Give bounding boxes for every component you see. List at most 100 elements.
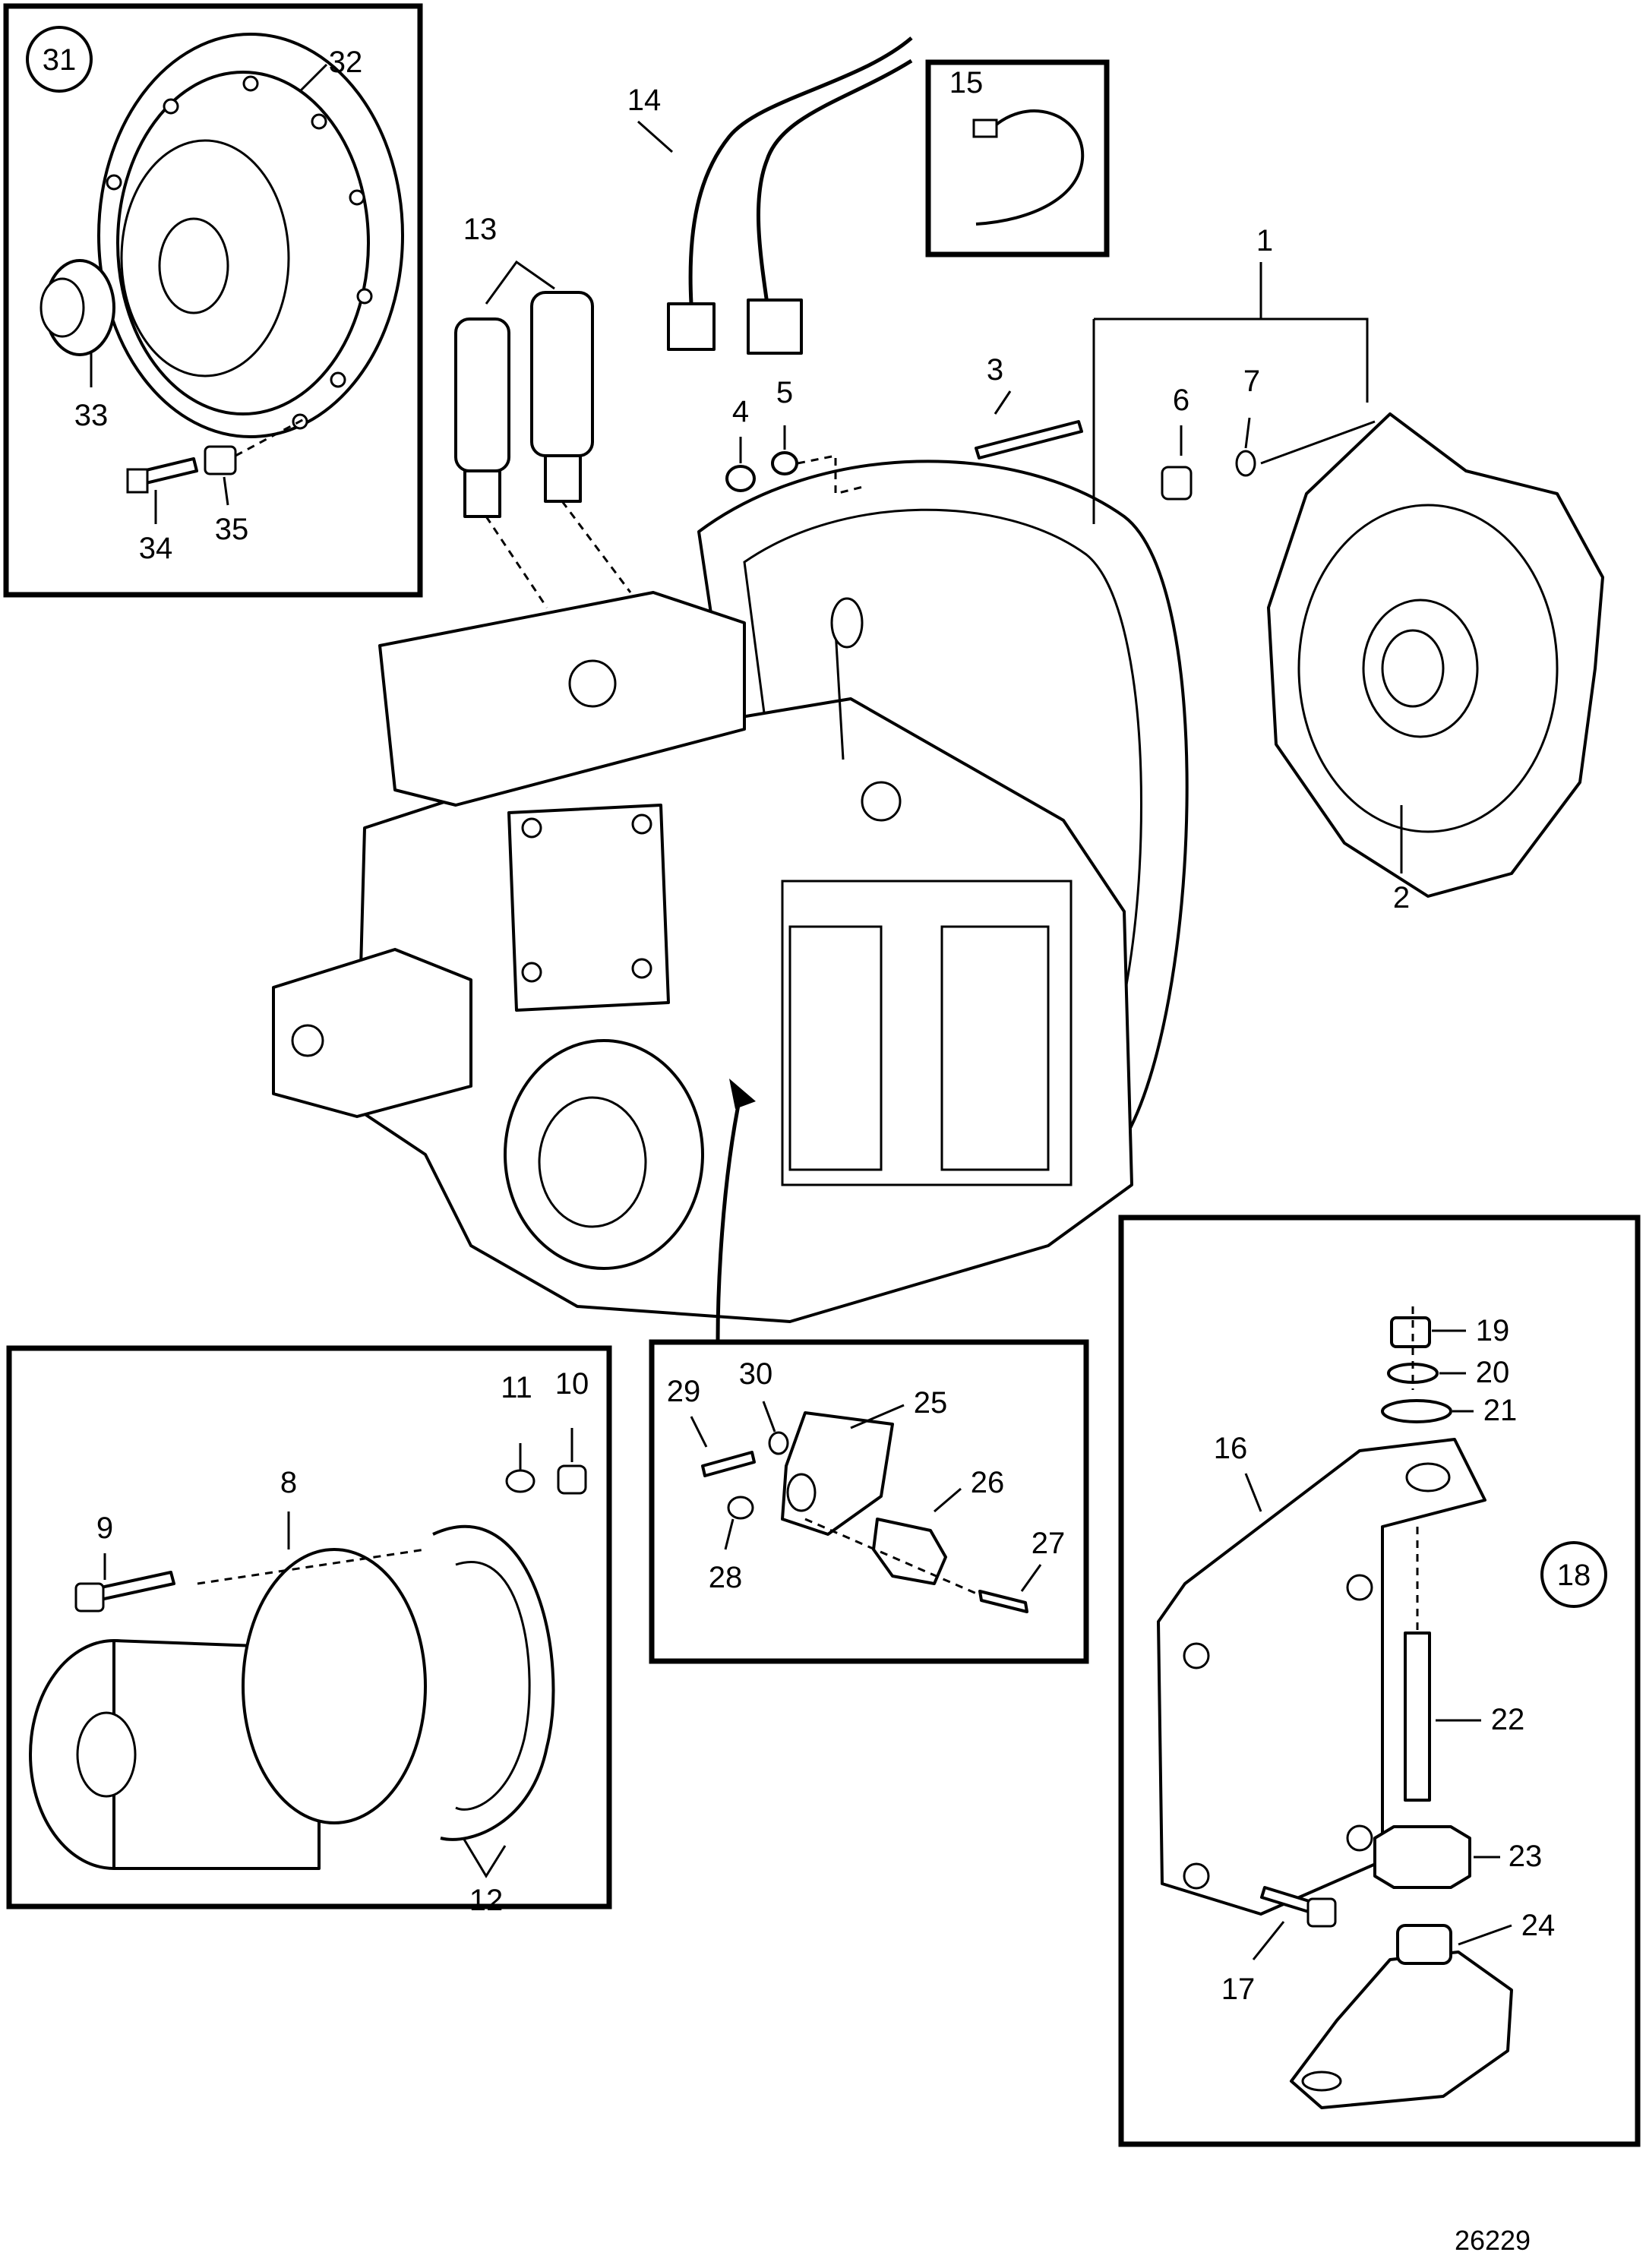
- connector-a: [667, 302, 716, 351]
- output-flange-center: [538, 1096, 647, 1228]
- leader-12: [462, 1837, 507, 1878]
- washer-21: [1381, 1399, 1452, 1423]
- callout-10: 10: [555, 1367, 589, 1401]
- leader-24: [1458, 1924, 1512, 1946]
- callout-21: 21: [1483, 1394, 1518, 1427]
- callout-2: 2: [1393, 881, 1410, 914]
- stud-3: [975, 420, 1083, 460]
- callout-8: 8: [280, 1466, 297, 1499]
- inset-cable-tie: 15: [925, 59, 1110, 257]
- flange-spline: [158, 217, 229, 314]
- inset-frame: [925, 59, 1110, 257]
- callout-30: 30: [739, 1357, 773, 1391]
- callout-27: 27: [1032, 1527, 1066, 1560]
- bolt-guide: [197, 1548, 426, 1585]
- connector-b: [747, 299, 803, 355]
- solenoid-a-stem: [463, 469, 501, 518]
- washer-28: [727, 1496, 754, 1520]
- flange-bolt-holes: [106, 75, 373, 430]
- leader-7: [1244, 417, 1251, 449]
- inset-frame: [649, 1339, 1089, 1664]
- dipstick-handle: [830, 597, 864, 649]
- dipstick: [834, 630, 845, 760]
- leader-13: [485, 260, 555, 305]
- sensor-bracket-hole: [786, 1473, 817, 1512]
- callout-35: 35: [215, 513, 249, 546]
- inset-output-flange: 31 32 33 34 35: [3, 3, 423, 598]
- bracket-1-right: [1094, 317, 1369, 403]
- harness-cable-a: [688, 36, 913, 305]
- leader-28: [724, 1518, 735, 1550]
- callout-4: 4: [732, 395, 749, 428]
- bolt-34-head: [126, 468, 149, 494]
- callout-18: 18: [1557, 1559, 1591, 1592]
- callout-22: 22: [1491, 1703, 1525, 1736]
- sleeve-35: [204, 445, 237, 475]
- callout-33: 33: [74, 399, 109, 432]
- callout-19: 19: [1476, 1314, 1510, 1347]
- sensor-guide: [804, 1518, 981, 1597]
- cable-tie-head: [972, 118, 998, 138]
- bolt-9-head: [74, 1582, 105, 1613]
- rubber-mount-24: [1290, 1951, 1513, 2109]
- leader-29: [690, 1416, 708, 1448]
- flex-plate-spline: [1381, 629, 1445, 708]
- solenoid-guide-a: [485, 516, 548, 608]
- bolt-17-head: [1306, 1897, 1337, 1928]
- lifting-eye: [861, 781, 902, 822]
- washer-30: [768, 1431, 789, 1455]
- callout-16: 16: [1214, 1432, 1248, 1465]
- washer-7: [1235, 450, 1256, 477]
- callout-circle-18: [1540, 1541, 1607, 1608]
- coupling-flange-8: [242, 1548, 427, 1824]
- nut-10: [557, 1464, 587, 1495]
- leader-16: [1244, 1473, 1262, 1512]
- callout-32: 32: [329, 46, 363, 79]
- callout-24: 24: [1521, 1909, 1556, 1942]
- solenoid-a: [454, 317, 510, 472]
- valve-block-port: [568, 659, 617, 708]
- bolt-6: [1161, 466, 1193, 501]
- callout-circle-31: [26, 26, 93, 93]
- nut-4: [725, 465, 756, 492]
- wiring-harness: 14: [627, 36, 913, 355]
- leader-26: [934, 1487, 962, 1513]
- callout-17: 17: [1221, 1973, 1256, 2006]
- callout-11: 11: [501, 1371, 532, 1404]
- callout-31: 31: [43, 43, 77, 77]
- arrow-head: [729, 1079, 756, 1109]
- callout-23: 23: [1509, 1840, 1543, 1873]
- callout-28: 28: [709, 1561, 743, 1594]
- inset-frame: [1118, 1215, 1641, 2147]
- callout-1: 1: [1256, 224, 1273, 257]
- washer-11: [505, 1469, 536, 1493]
- solenoid-b: [530, 291, 594, 457]
- leader-25: [850, 1404, 905, 1429]
- callout-5: 5: [776, 376, 793, 409]
- callout-13: 13: [463, 213, 498, 246]
- studs-and-nuts: 3 4 5: [725, 353, 1083, 495]
- callout-34: 34: [139, 532, 173, 565]
- washer-5: [771, 451, 798, 475]
- mount-foot-hole: [1301, 2071, 1342, 2092]
- callout-20: 20: [1476, 1356, 1510, 1389]
- stud-guide: [797, 454, 867, 495]
- leader-3: [994, 390, 1012, 415]
- bracket-slot: [1405, 1462, 1451, 1493]
- case-rib: [940, 925, 1050, 1171]
- callout-15: 15: [949, 66, 984, 100]
- gear-bore: [39, 277, 85, 338]
- hydraulic-pump: [272, 948, 472, 1118]
- cover-plate: [507, 804, 670, 1012]
- inset-frame: [6, 1345, 612, 1909]
- callout-7: 7: [1243, 365, 1260, 398]
- inset-speed-sensor: 29 30 25 26 27 28: [649, 1339, 1089, 1664]
- flex-plate-assembly: 1 2 6 7: [1092, 224, 1604, 914]
- leader-32: [299, 63, 328, 93]
- harness-cable-b: [756, 58, 913, 305]
- pump-port: [291, 1024, 324, 1057]
- solenoid-b-stem: [544, 454, 582, 503]
- coupling-bore: [76, 1711, 137, 1798]
- leader-27: [1020, 1564, 1042, 1592]
